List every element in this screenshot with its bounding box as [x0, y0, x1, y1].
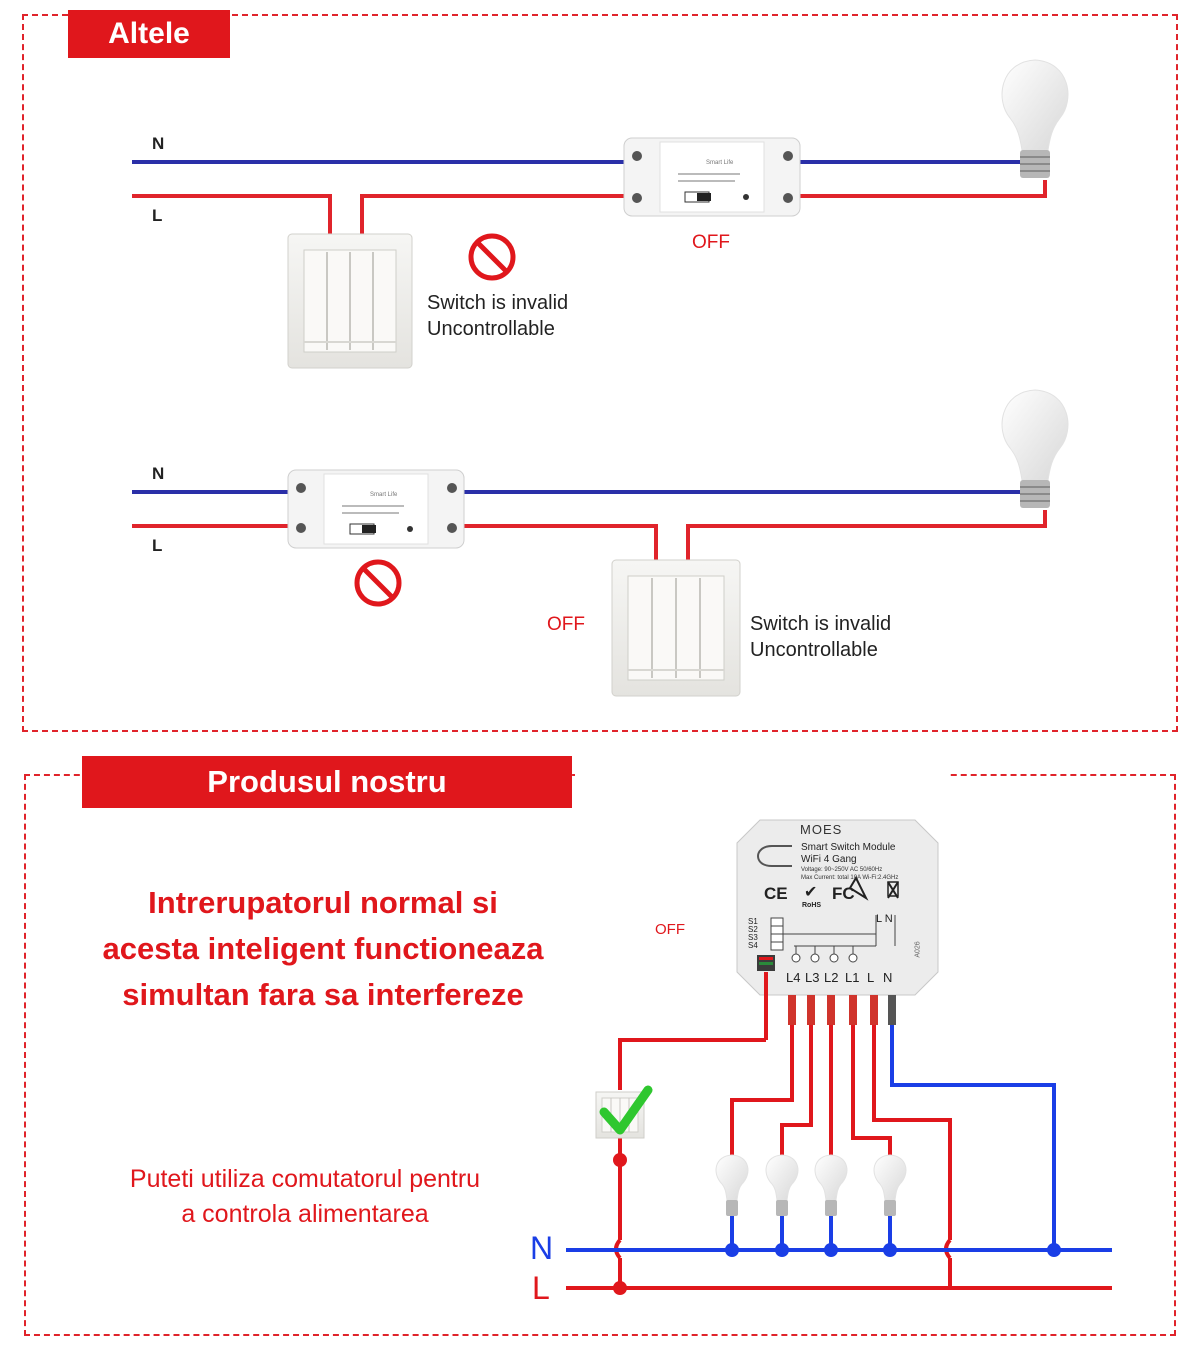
invalid-note-line1: Switch is invalid: [750, 613, 892, 635]
off-label: OFF: [547, 614, 585, 635]
module-brand: MOES: [800, 822, 843, 837]
live-wire-mid: [360, 194, 628, 238]
headline-line1: Intrerupatorul normal si: [148, 885, 498, 920]
neutral-label: N: [152, 464, 165, 483]
invalid-note-line1: Switch is invalid: [427, 292, 569, 314]
prohibited-icon: [354, 559, 402, 607]
bulb-icon: [1001, 389, 1069, 508]
smart-module: [287, 469, 465, 549]
live-label: L: [152, 206, 163, 225]
fc-mark: FC: [832, 884, 855, 903]
module-name-line1: Smart Switch Module: [801, 842, 896, 853]
model-number: A026: [914, 941, 922, 958]
module-label: Smart Life: [370, 492, 398, 498]
neutral-label: N: [152, 134, 165, 153]
bulb-icon: [1001, 59, 1069, 178]
invalid-note-line2: Uncontrollable: [750, 639, 878, 661]
bottom-section-frame: [24, 774, 1176, 1336]
diagram-1: Smart Life: [132, 59, 1069, 369]
off-label: OFF: [655, 921, 685, 938]
invalid-note: Switch is invalid Uncontrollable: [427, 290, 568, 342]
smart-switch-module: [736, 819, 939, 996]
headline-line2: acesta inteligent functioneaza: [102, 931, 544, 966]
headline-line3: simultan fara sa interfereze: [122, 977, 524, 1012]
caption-line2: a controla alimentarea: [181, 1200, 429, 1228]
neutral-bus-label: N: [530, 1230, 554, 1266]
bulb-icon: [715, 1154, 749, 1216]
live-bus-label: L: [532, 1270, 550, 1306]
bulb-icon: [814, 1154, 848, 1216]
checkmark-icon: ✔: [804, 884, 818, 901]
live-wire-in: [132, 194, 332, 238]
top-section-frame: [22, 14, 1178, 732]
input-s2: S2: [748, 925, 758, 934]
live-wire-out: [686, 524, 1030, 560]
caption-line1: Puteti utiliza comutatorul pentru: [129, 1165, 481, 1193]
frame-gap-mask: [575, 768, 947, 780]
prohibited-icon: [468, 233, 516, 281]
top-terminals-label: L N: [876, 913, 893, 925]
module-label: Smart Life: [706, 160, 734, 166]
headline: Intrerupatorul normal si acesta intelige…: [48, 880, 598, 1018]
bottom-wiring: [566, 819, 1112, 1295]
bulb-icon: [873, 1154, 907, 1216]
live-wire-mid: [462, 524, 658, 560]
input-s3: S3: [748, 933, 758, 942]
ce-mark: CE: [764, 884, 788, 903]
terminal-labels: L4 L3 L2 L1 L N: [786, 970, 897, 985]
invalid-note-line2: Uncontrollable: [427, 318, 555, 340]
rohs-mark: RoHS: [802, 902, 822, 909]
smart-module: [623, 137, 801, 217]
terminal-l1: L1: [845, 970, 860, 985]
check-icon: [599, 1085, 653, 1135]
caption: Puteti utiliza comutatorul pentru a cont…: [60, 1162, 550, 1232]
invalid-note: Switch is invalid Uncontrollable: [750, 611, 891, 663]
terminal-n: N: [883, 970, 893, 985]
bottom-section-title: Produsul nostru: [82, 756, 572, 808]
terminal-l4: L4: [786, 970, 801, 985]
off-label: OFF: [692, 232, 730, 253]
top-section-title: Altele: [68, 10, 230, 58]
terminal-l2: L2: [824, 970, 839, 985]
terminal-l: L: [867, 970, 875, 985]
module-name-line2: WiFi 4 Gang: [801, 854, 857, 865]
input-s4: S4: [748, 941, 758, 950]
diagram-2: Smart Life: [132, 389, 1069, 697]
bulb-icon: [765, 1154, 799, 1216]
module-spec-line2: Max Current: total 10A Wi-Fi:2.4GHz: [801, 875, 899, 881]
terminal-l3: L3: [805, 970, 820, 985]
wall-switch: [611, 559, 741, 697]
live-label: L: [152, 536, 163, 555]
wall-switch: [287, 233, 413, 369]
input-s1: S1: [748, 917, 758, 926]
module-spec-line1: Voltage: 90~250V AC 50/60Hz: [801, 867, 883, 873]
input-labels: S1 S2 S3 S4: [748, 918, 758, 950]
